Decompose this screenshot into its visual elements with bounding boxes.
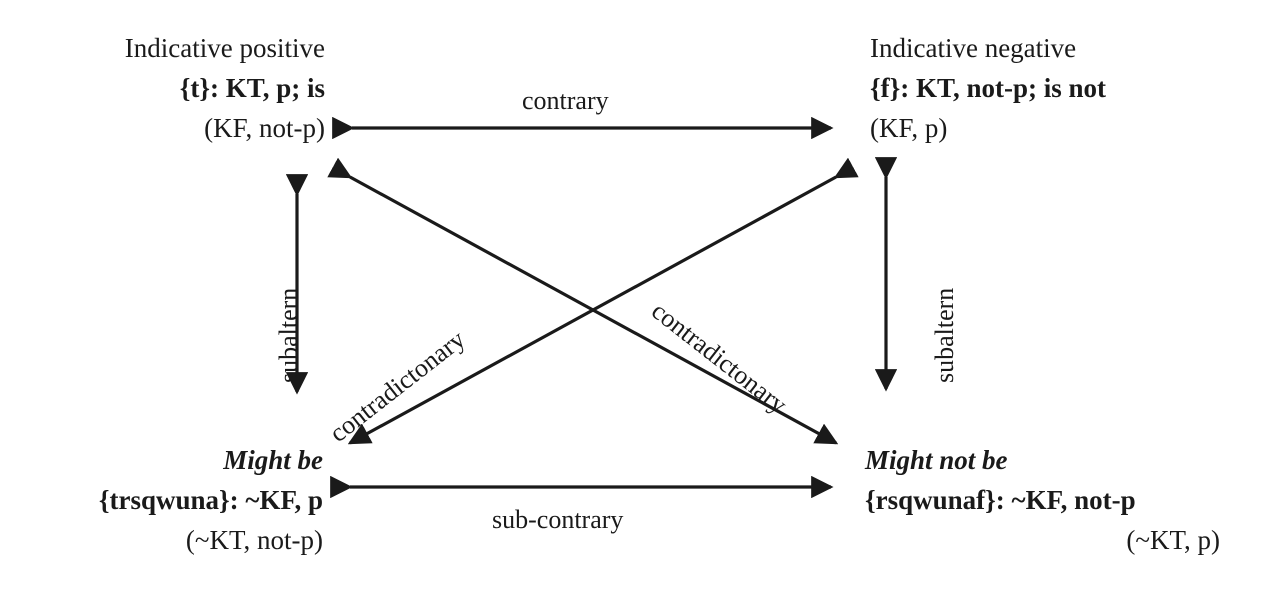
corner-indicative-positive: Indicative positive {t}: KT, p; is (KF, …: [55, 28, 325, 148]
relation-label-contrary: contrary: [522, 86, 609, 115]
corner-title: Indicative positive: [124, 33, 325, 63]
corner-might-not-be: Might not be {rsqwunaf}: ~KF, not-p (~KT…: [865, 440, 1220, 560]
corner-title: Might be: [223, 445, 323, 475]
corner-paren: (KF, not-p): [204, 113, 325, 143]
arrow-contradictonary-tr-bl: [347, 157, 859, 445]
relation-label-subaltern-left: subaltern: [274, 287, 303, 383]
corner-might-be: Might be {trsqwuna}: ~KF, p (~KT, not-p): [38, 440, 323, 560]
corner-title: Might not be: [865, 445, 1008, 475]
corner-formula: {trsqwuna}: ~KF, p: [98, 485, 323, 515]
relation-label-subaltern-right: subaltern: [930, 287, 959, 383]
corner-formula: {rsqwunaf}: ~KF, not-p: [865, 485, 1136, 515]
corner-paren: (KF, p): [870, 113, 948, 143]
corner-paren: (~KT, p): [1126, 525, 1220, 555]
corner-formula: {f}: KT, not-p; is not: [870, 73, 1107, 103]
corner-formula: {t}: KT, p; is: [179, 73, 325, 103]
relation-label-sub-contrary: sub-contrary: [492, 505, 624, 534]
corner-indicative-negative: Indicative negative {f}: KT, not-p; is n…: [870, 28, 1170, 148]
corner-title: Indicative negative: [870, 33, 1077, 63]
corner-paren: (~KT, not-p): [185, 525, 323, 555]
